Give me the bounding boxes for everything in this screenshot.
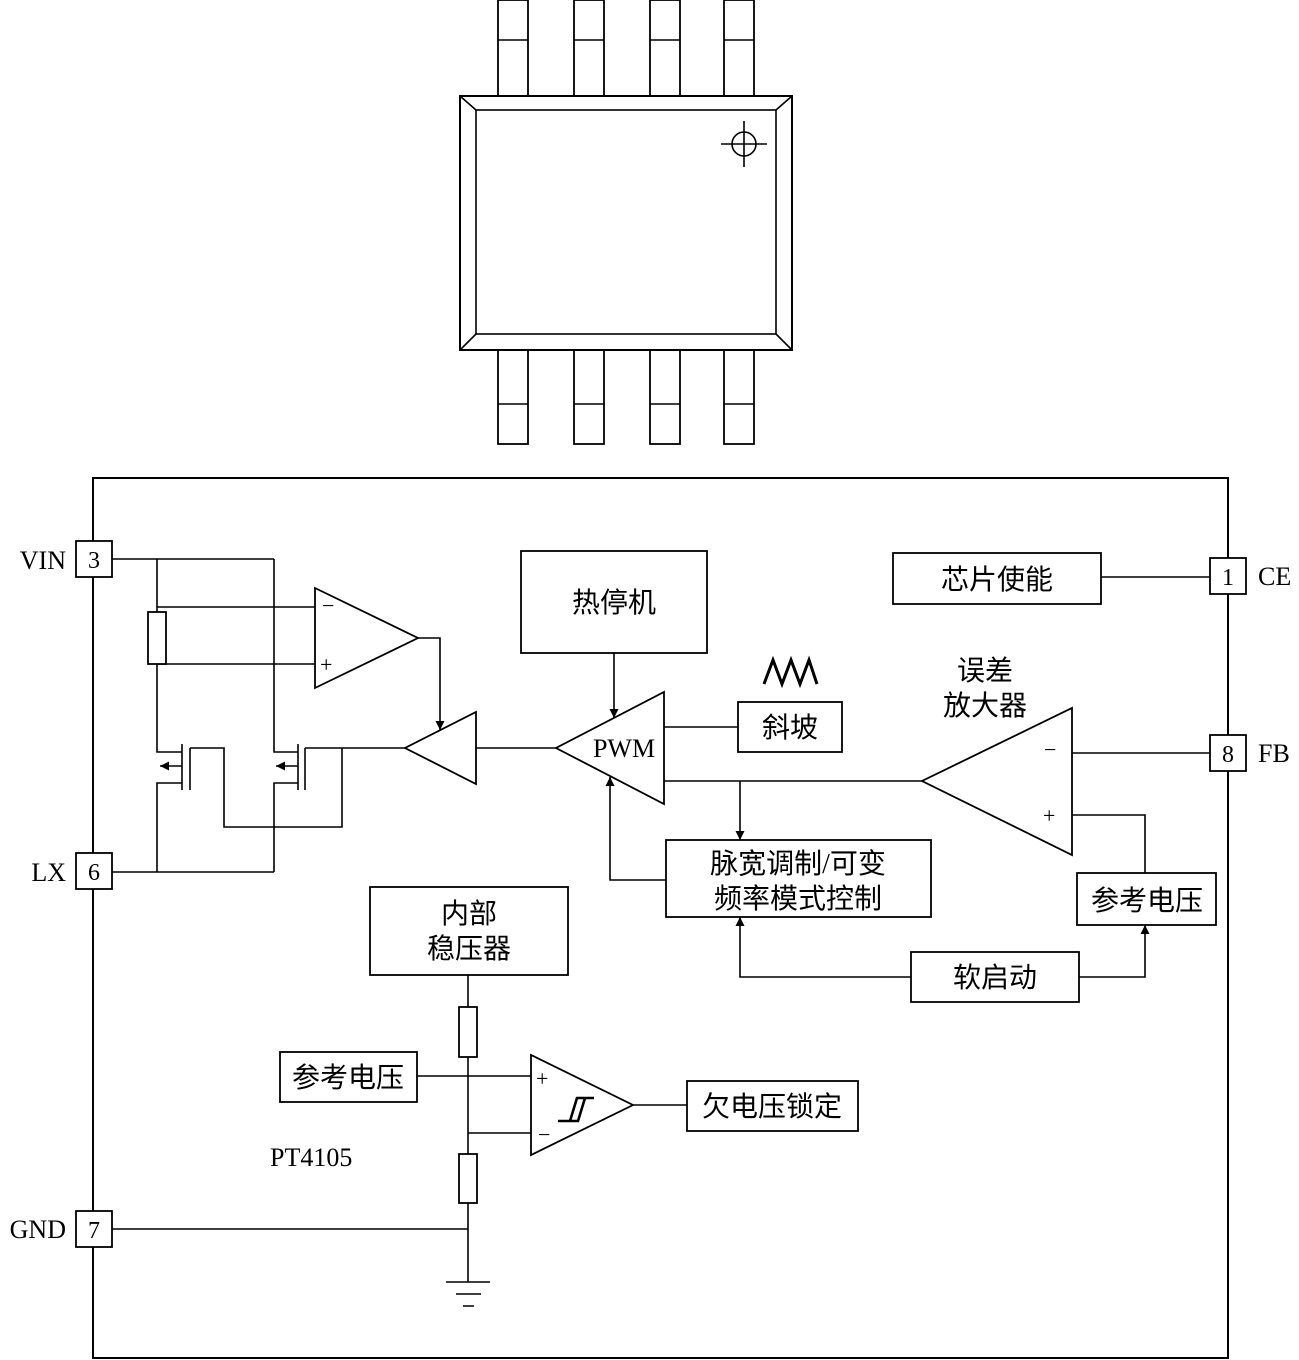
sense-resistor-icon [147,611,167,665]
ramp-block: 斜坡 [737,701,843,753]
pin-gnd-number: 7 [88,1218,100,1244]
ground-icon [446,1281,490,1307]
error-amp-minus-sign: − [1044,737,1056,762]
power-mosfet-icon [276,744,306,790]
pin-ce: 1 CE [1209,557,1291,595]
wire-current-amp-out [418,637,445,730]
wire-softstart-to-reference [1079,925,1150,978]
wire-gate-loop [190,747,343,828]
hysteresis-icon [558,1096,594,1123]
package-pin [573,349,605,445]
package-body-outer [459,95,793,351]
pwm-control-block: 脉宽调制/可变 频率模式控制 [665,839,932,918]
uvlo-comparator-minus-sign: − [538,1122,550,1147]
package-pin [573,0,605,97]
soft-start-label: 软启动 [953,962,1037,994]
pin-vin-label: VIN [20,546,66,575]
pwm-control-label-line2: 频率模式控制 [714,883,882,915]
wire-sense-fet-source [156,782,182,872]
thermal-shutdown-label: 热停机 [572,587,656,619]
wire-power-fet-source [273,782,298,872]
pin-vin: 3 VIN [20,540,113,578]
pwm-comparator: PWM [554,690,665,806]
error-amplifier: − + 误差 放大器 [919,655,1073,857]
package-pin [649,349,681,445]
current-amp-minus-sign: − [322,593,334,618]
package-body-inner [475,109,777,335]
pin-fb: 8 FB [1209,734,1290,772]
pin-ce-number: 1 [1222,565,1234,591]
pin-fb-number: 8 [1222,742,1234,768]
internal-regulator-label-line1: 内部 [441,898,497,930]
pwm-label: PWM [593,734,655,763]
internal-regulator-label-line2: 稳压器 [427,933,511,965]
pin-ce-label: CE [1258,562,1291,591]
pin-vin-number: 3 [88,548,100,574]
reference-voltage-block: 参考电压 [1076,872,1217,926]
uvlo-reference-block: 参考电压 [279,1051,418,1103]
uvlo-label: 欠电压锁定 [702,1091,842,1123]
package-pin [723,0,755,97]
pwm-control-label-line1: 脉宽调制/可变 [710,848,886,880]
sense-mosfet-icon [160,744,191,790]
pin1-marker-icon [721,121,767,167]
package-bevel-lines [459,95,793,351]
pin-lx-label: LX [31,858,66,887]
uvlo-reference-label: 参考电压 [292,1062,404,1094]
wire-power-fet-drain [273,559,298,753]
chip-enable-block: 芯片使能 [892,552,1102,605]
soft-start-block: 软启动 [910,951,1080,1003]
package-pin [649,0,681,97]
pin-gnd: 7 GND [10,1210,113,1248]
uvlo-block: 欠电压锁定 [686,1080,859,1132]
package-pin [497,0,529,97]
uvlo-comparator-plus-sign: + [536,1066,548,1091]
ramp-label: 斜坡 [762,712,818,744]
wire-sense-fet-drain [156,664,182,753]
wire-softstart-to-control [735,917,911,978]
package-drawing [459,0,793,445]
package-pin [723,349,755,445]
internal-regulator-block: 内部 稳压器 [369,886,569,976]
chip-outline [92,477,1229,1359]
error-amp-label-line2: 放大器 [943,690,1027,722]
divider-resistor-top-icon [458,1006,478,1058]
wire-reference-plus [1072,814,1146,873]
uvlo-comparator: + − [530,1053,636,1157]
error-amp-label-line1: 误差 [957,655,1013,687]
current-sense-amp: − + [314,586,421,690]
chip-name: PT4105 [270,1143,352,1172]
package-bottom-pins [497,349,755,445]
sawtooth-wave-icon [762,655,819,689]
pin-lx: 6 LX [31,852,113,890]
package-top-pins [497,0,755,97]
package-pin [497,349,529,445]
gate-driver-buffer [403,710,477,786]
current-amp-plus-sign: + [320,652,332,677]
pin-lx-number: 6 [88,860,100,886]
divider-resistor-bottom-icon [458,1153,478,1204]
pin-fb-label: FB [1258,739,1290,768]
wire-control-to-pwm [605,777,666,881]
thermal-shutdown-block: 热停机 [520,550,708,654]
chip-enable-label: 芯片使能 [941,564,1053,596]
reference-voltage-label: 参考电压 [1091,885,1203,917]
error-amp-plus-sign: + [1043,803,1055,828]
wires [112,558,1210,1282]
pin-gnd-label: GND [10,1215,66,1244]
